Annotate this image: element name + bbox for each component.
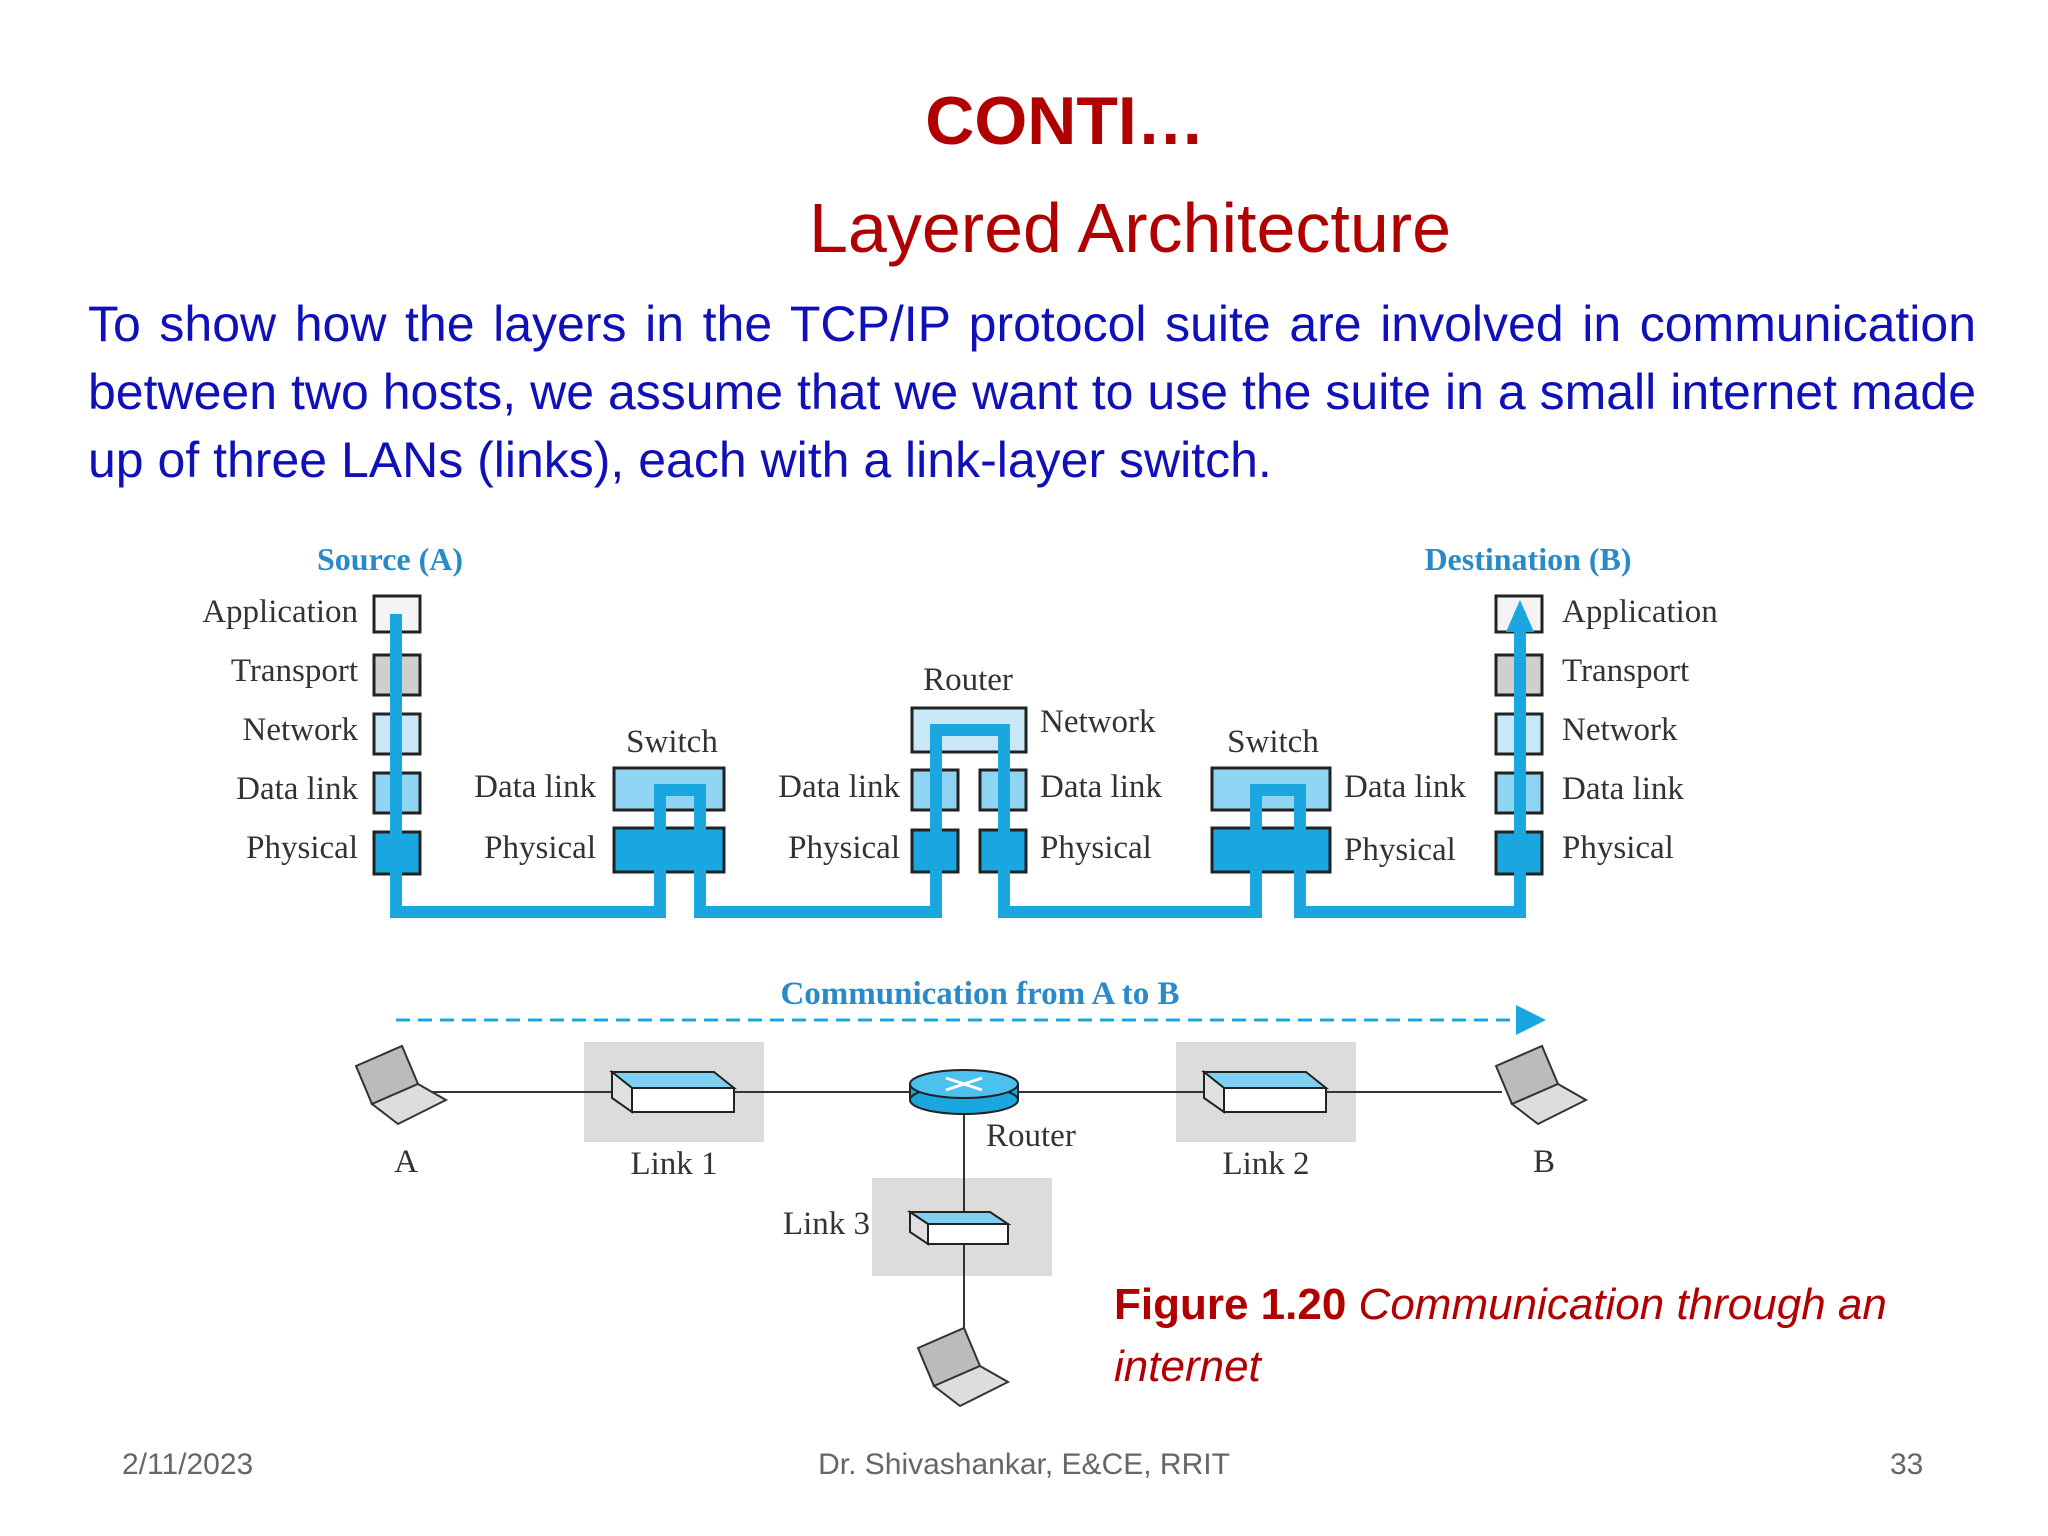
dst-application-label: Application <box>1562 594 1718 630</box>
figure-caption: Figure 1.20 Communication through an int… <box>1114 1274 1934 1398</box>
link-1-switch-icon <box>609 1069 737 1114</box>
switch-2-label: Switch <box>1227 724 1319 760</box>
footer-author: Dr. Shivashankar, E&CE, RRIT <box>818 1448 1230 1481</box>
destination-stack: Application Transport Network Data link … <box>1494 594 1718 876</box>
dst-transport-label: Transport <box>1562 653 1689 689</box>
src-application-label: Application <box>202 594 358 630</box>
sw2-physical-label: Physical <box>1344 832 1456 868</box>
src-transport-label: Transport <box>231 653 358 689</box>
sw2-datalink-label: Data link <box>1344 769 1466 805</box>
link-1-label: Link 1 <box>630 1146 717 1182</box>
node-a-label: A <box>394 1144 418 1180</box>
dst-network-label: Network <box>1562 712 1678 748</box>
laptop-a-icon <box>354 1044 449 1126</box>
router-physical-right-label: Physical <box>1040 830 1152 866</box>
destination-arrow-icon <box>1506 600 1534 632</box>
slide-paragraph: To show how the layers in the TCP/IP pro… <box>88 296 1976 488</box>
sw1-datalink-label: Data link <box>474 769 596 805</box>
slide-subtitle: Layered Architecture <box>808 189 1452 267</box>
router-label: Router <box>923 662 1013 698</box>
router-node-label: Router <box>986 1118 1076 1154</box>
laptop-b-icon <box>1494 1044 1589 1126</box>
link-3-label: Link 3 <box>783 1206 870 1242</box>
dst-physical-label: Physical <box>1562 830 1674 866</box>
sw2-physical-box <box>1210 826 1332 874</box>
figure-caption-number: Figure 1.20 <box>1114 1280 1347 1329</box>
switch-1-label: Switch <box>626 724 718 760</box>
src-physical-label: Physical <box>246 830 358 866</box>
sw1-physical-box <box>612 826 726 874</box>
slide-title: CONTI… <box>925 83 1205 159</box>
dst-datalink-label: Data link <box>1562 771 1684 807</box>
src-datalink-label: Data link <box>236 771 358 807</box>
router-physical-left-label: Physical <box>788 830 900 866</box>
laptop-c-icon <box>916 1326 1011 1408</box>
router-icon <box>909 1069 1019 1115</box>
source-label: Source (A) <box>317 541 463 577</box>
footer-page-number: 33 <box>1890 1448 1924 1481</box>
destination-label: Destination (B) <box>1424 541 1631 577</box>
comm-label: Communication from A to B <box>780 976 1179 1012</box>
sw1-physical-label: Physical <box>484 830 596 866</box>
switch-1: Switch Data link Physical <box>474 724 726 874</box>
link-3-switch-icon <box>906 1210 1012 1246</box>
source-stack: Application Transport Network Data link … <box>202 594 422 876</box>
link-2-label: Link 2 <box>1222 1146 1309 1182</box>
router-datalink-left-label: Data link <box>778 769 900 805</box>
footer-date: 2/11/2023 <box>122 1448 254 1481</box>
router-network-label: Network <box>1040 704 1156 740</box>
router-datalink-right-label: Data link <box>1040 769 1162 805</box>
node-b-label: B <box>1533 1144 1555 1180</box>
router-stack: Router Network Data link Physical Data l… <box>778 662 1162 874</box>
src-network-label: Network <box>243 712 359 748</box>
figure-caption-text: Communication through an internet <box>1114 1280 1887 1391</box>
link-2-switch-icon <box>1201 1069 1329 1114</box>
tcpip-communication-diagram: Source (A) Destination (B) Application T… <box>202 541 1718 1408</box>
switch-2: Switch Data link Physical <box>1210 724 1466 874</box>
data-path-line <box>390 612 1526 918</box>
